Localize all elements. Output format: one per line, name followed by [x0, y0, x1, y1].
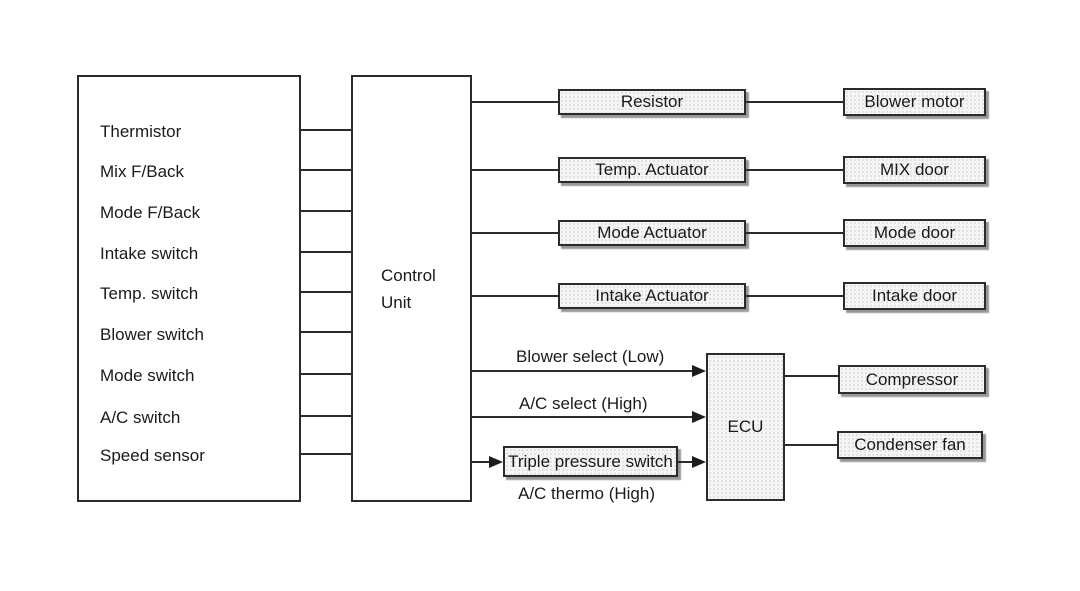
arrow-right-icon: [489, 456, 503, 468]
connector-line: [471, 295, 560, 297]
inputs-box: Thermistor Mix F/Back Mode F/Back Intake…: [77, 75, 301, 502]
connector-line: [471, 101, 560, 103]
intake-actuator-label: Intake Actuator: [595, 286, 709, 305]
blower-motor-label: Blower motor: [864, 92, 965, 111]
mode-door-label: Mode door: [873, 223, 956, 242]
connector-line: [783, 375, 838, 377]
input-label-temp-switch: Temp. switch: [100, 284, 199, 303]
connector-line: [471, 232, 560, 234]
connector-line: [299, 331, 353, 333]
mode-door-box: Mode door: [843, 219, 986, 247]
input-label-ac-switch: A/C switch: [100, 408, 181, 427]
resistor-box: Resistor: [558, 89, 746, 115]
connector-line: [299, 169, 353, 171]
input-label-mode-fback: Mode F/Back: [100, 203, 201, 222]
input-label-intake-switch: Intake switch: [100, 244, 199, 263]
connector-line: [471, 461, 490, 463]
intake-actuator-box: Intake Actuator: [558, 283, 746, 309]
connector-line: [471, 370, 692, 372]
condenser-fan-box: Condenser fan: [837, 431, 983, 459]
control-unit-box: Control Unit: [351, 75, 472, 502]
temp-actuator-label: Temp. Actuator: [595, 160, 709, 179]
ac-select-label: A/C select (High): [519, 394, 648, 413]
arrow-right-icon: [692, 411, 706, 423]
connector-line: [783, 444, 837, 446]
temp-actuator-box: Temp. Actuator: [558, 157, 746, 183]
connector-line: [744, 232, 845, 234]
blower-select-label: Blower select (Low): [516, 347, 665, 366]
connector-line: [299, 210, 353, 212]
resistor-label: Resistor: [620, 92, 684, 111]
connector-line: [299, 129, 353, 131]
mix-door-label: MIX door: [880, 160, 949, 179]
connector-line: [299, 291, 353, 293]
connector-line: [471, 416, 692, 418]
input-label-blower-switch: Blower switch: [100, 325, 204, 344]
mix-door-box: MIX door: [843, 156, 986, 184]
intake-door-label: Intake door: [871, 286, 958, 305]
blower-motor-box: Blower motor: [843, 88, 986, 116]
input-label-mix-fback: Mix F/Back: [100, 162, 185, 181]
input-label-mode-switch: Mode switch: [100, 366, 195, 385]
control-unit-label: Control Unit: [381, 265, 436, 312]
condenser-fan-label: Condenser fan: [854, 435, 966, 454]
input-label-thermistor: Thermistor: [100, 122, 182, 141]
ac-thermo-label: A/C thermo (High): [518, 484, 655, 503]
mode-actuator-box: Mode Actuator: [558, 220, 746, 246]
ecu-label: ECU: [727, 417, 764, 436]
compressor-label: Compressor: [865, 369, 959, 389]
triple-pressure-switch-box: Triple pressure switch: [503, 446, 678, 477]
compressor-box: Compressor: [838, 365, 986, 394]
mode-actuator-label: Mode Actuator: [597, 223, 707, 242]
connector-line: [299, 415, 353, 417]
connector-line: [744, 169, 845, 171]
triple-pressure-switch-label: Triple pressure switch: [508, 451, 673, 471]
connector-line: [744, 101, 845, 103]
connector-line: [299, 373, 353, 375]
arrow-right-icon: [692, 456, 706, 468]
arrow-right-icon: [692, 365, 706, 377]
connector-line: [299, 251, 353, 253]
connector-line: [299, 453, 353, 455]
input-label-speed-sensor: Speed sensor: [100, 446, 205, 465]
connector-line: [676, 461, 693, 463]
intake-door-box: Intake door: [843, 282, 986, 310]
ecu-box: ECU: [706, 353, 785, 501]
connector-line: [744, 295, 845, 297]
connector-line: [471, 169, 560, 171]
